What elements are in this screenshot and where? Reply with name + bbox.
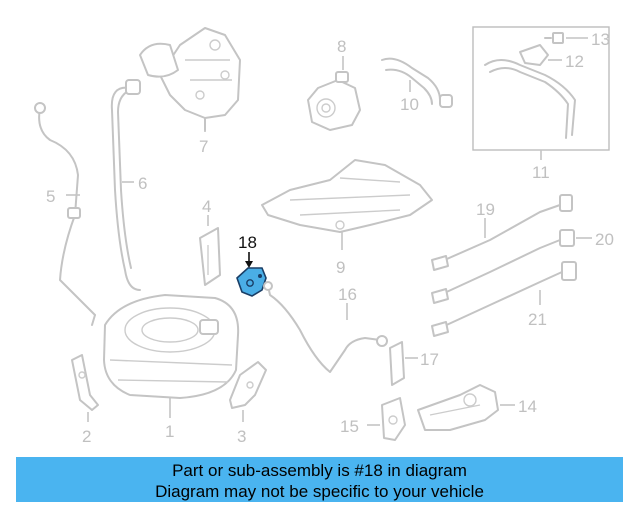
callout-18: 18 bbox=[238, 233, 257, 252]
banner-line-1: Part or sub-assembly is #18 in diagram bbox=[172, 461, 467, 480]
callout-3: 3 bbox=[237, 427, 246, 446]
part-20-sensor bbox=[431, 229, 575, 304]
part-4-bracket bbox=[199, 227, 221, 286]
callout-21: 21 bbox=[528, 310, 547, 329]
callout-12: 12 bbox=[565, 52, 584, 71]
callout-7: 7 bbox=[199, 137, 208, 156]
callout-11: 11 bbox=[532, 163, 550, 182]
part-7-valve-housing bbox=[139, 27, 241, 131]
notice-banner: Part or sub-assembly is #18 in diagram D… bbox=[16, 457, 623, 502]
part-3-bracket bbox=[229, 361, 267, 409]
callout-1: 1 bbox=[165, 422, 174, 441]
part-14-pump bbox=[417, 384, 499, 431]
callout-14: 14 bbox=[518, 397, 537, 416]
part-18-highlighted bbox=[236, 267, 267, 297]
part-6-hose bbox=[110, 79, 141, 291]
callout-5: 5 bbox=[46, 187, 55, 206]
part-15-gasket bbox=[381, 397, 406, 441]
callout-20: 20 bbox=[595, 230, 614, 249]
part-11-hose bbox=[484, 59, 576, 139]
part-10-hose bbox=[381, 57, 453, 108]
callout-10: 10 bbox=[400, 95, 419, 114]
callout-15: 15 bbox=[340, 417, 359, 436]
callout-13: 13 bbox=[591, 30, 610, 49]
part-2-bracket bbox=[71, 354, 99, 411]
callout-9: 9 bbox=[336, 258, 345, 277]
callout-2: 2 bbox=[82, 427, 91, 446]
part-16-tube bbox=[263, 281, 388, 373]
part-12-fitting bbox=[519, 44, 549, 66]
part-17-clamp bbox=[389, 341, 405, 386]
part-9-manifold bbox=[261, 159, 433, 233]
part-19-sensor bbox=[431, 194, 573, 271]
part-21-sensor bbox=[431, 261, 577, 337]
part-13-bolt bbox=[544, 32, 564, 44]
callout-8: 8 bbox=[337, 37, 346, 56]
callout-4: 4 bbox=[202, 197, 211, 216]
callout-17: 17 bbox=[420, 350, 439, 369]
banner-line-2: Diagram may not be specific to your vehi… bbox=[155, 482, 484, 501]
callout-16: 16 bbox=[338, 285, 357, 304]
part-8-pump bbox=[307, 71, 361, 131]
callout-6: 6 bbox=[138, 174, 147, 193]
part-5-line bbox=[34, 102, 96, 326]
callout-19: 19 bbox=[476, 200, 495, 219]
part-1-canister bbox=[103, 294, 240, 399]
